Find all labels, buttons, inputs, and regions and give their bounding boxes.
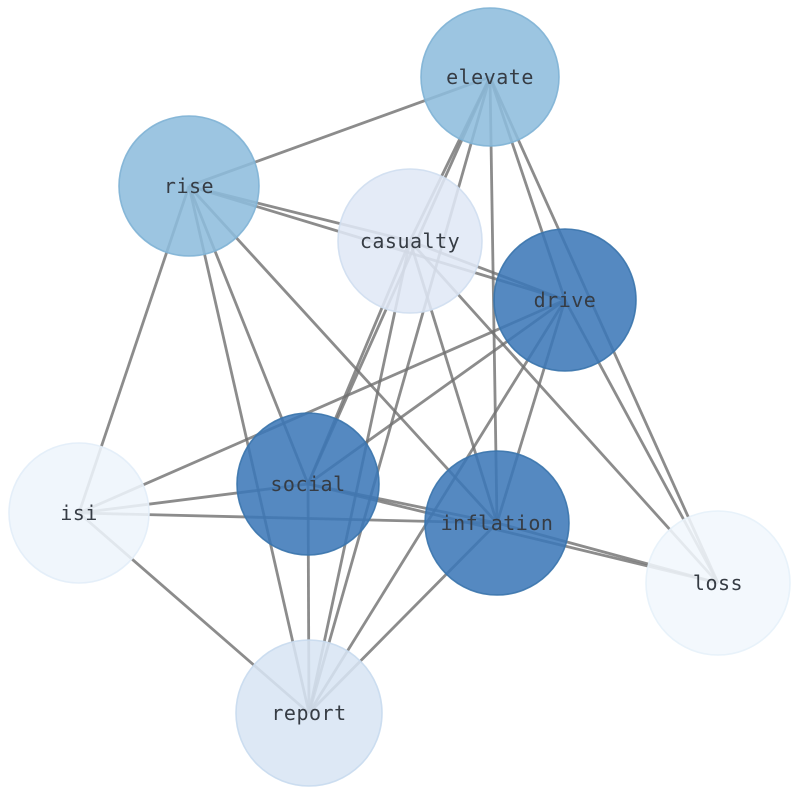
labels-layer: elevate rise casualty drive isi social inflati… bbox=[60, 65, 743, 725]
node-casualty bbox=[337, 168, 483, 314]
node-isi bbox=[8, 442, 150, 584]
node-inflation bbox=[424, 450, 570, 596]
label-isi: isi bbox=[60, 501, 98, 525]
label-casualty: casualty bbox=[360, 229, 460, 253]
label-report: report bbox=[271, 701, 346, 725]
edge-casualty-loss bbox=[408, 240, 720, 584]
node-loss bbox=[645, 510, 791, 656]
label-drive: drive bbox=[534, 288, 597, 312]
node-social bbox=[236, 412, 380, 556]
label-rise: rise bbox=[164, 174, 214, 198]
edge-elevate-report bbox=[307, 76, 492, 714]
label-loss: loss bbox=[693, 571, 743, 595]
node-report bbox=[235, 639, 383, 787]
label-inflation: inflation bbox=[441, 511, 554, 535]
node-elevate bbox=[420, 7, 560, 147]
edge-drive-isi bbox=[78, 298, 566, 515]
label-social: social bbox=[270, 472, 345, 496]
nodes-layer bbox=[8, 7, 791, 787]
label-elevate: elevate bbox=[446, 65, 534, 89]
node-drive bbox=[493, 228, 637, 372]
node-rise bbox=[118, 115, 260, 257]
edge-rise-inflation bbox=[187, 185, 499, 524]
